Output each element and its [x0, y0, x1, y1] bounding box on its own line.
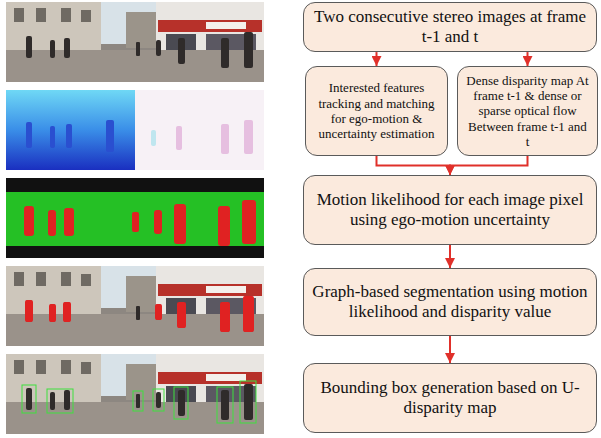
process-box: Motion likelihood for each image pixel u…: [303, 175, 597, 245]
input-image: [6, 2, 264, 82]
flow-arrow: [527, 52, 529, 66]
bounding-box-image: [6, 354, 264, 434]
box-text: Two consecutive stereo images at frame t…: [312, 7, 588, 47]
process-box: Two consecutive stereo images at frame t…: [303, 2, 597, 52]
flow-arrow: [449, 336, 451, 363]
process-box: Bounding box generation based on U-dispa…: [303, 363, 597, 433]
motion-likelihood-image: [6, 178, 264, 258]
box-text: Bounding box generation based on U-dispa…: [312, 378, 588, 418]
flow-arrow: [377, 156, 451, 175]
process-box: Graph-based segmentation using motion li…: [303, 268, 597, 336]
flow-arrow: [450, 156, 528, 175]
disparity-flow-image: [6, 90, 264, 170]
flow-arrow: [449, 245, 451, 268]
segmentation-image: [6, 266, 264, 346]
box-text: Motion likelihood for each image pixel u…: [312, 190, 588, 230]
box-text: Interested features tracking and matchin…: [314, 80, 439, 141]
flow-arrow: [376, 52, 378, 66]
box-text: Graph-based segmentation using motion li…: [312, 282, 588, 322]
box-text: Dense disparity map At frame t-1 & dense…: [466, 73, 589, 150]
process-box: Interested features tracking and matchin…: [305, 66, 448, 156]
process-box: Dense disparity map At frame t-1 & dense…: [457, 66, 598, 156]
